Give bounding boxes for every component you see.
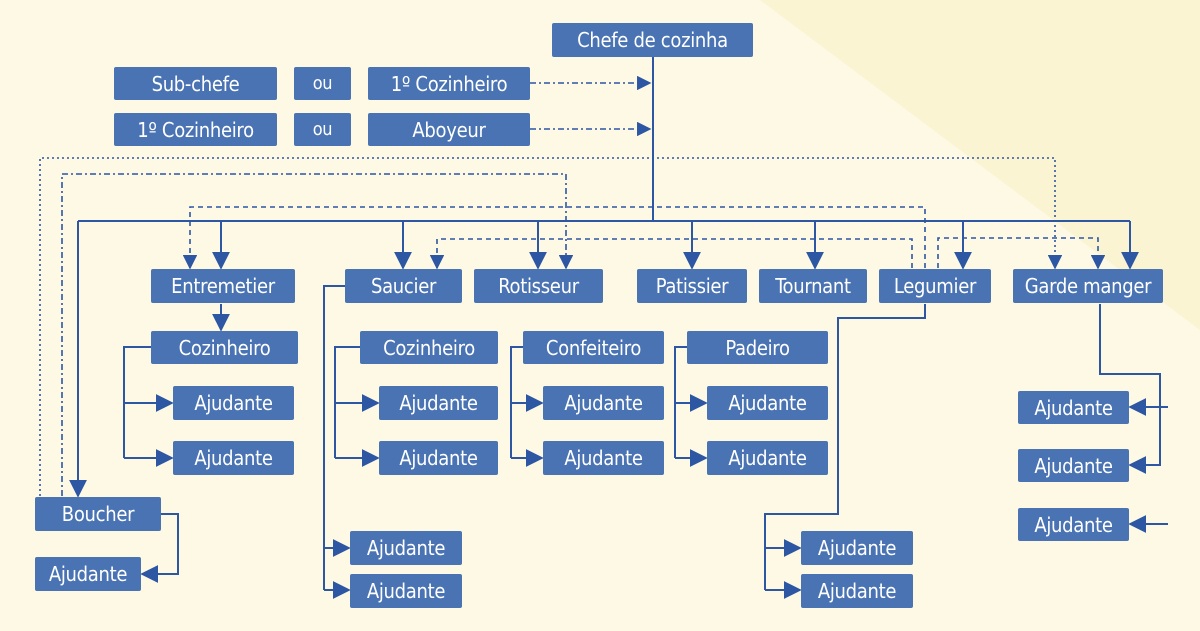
ajudante-garde-manger-3: Ajudante: [1018, 508, 1129, 541]
ajudante-padeiro-2: Ajudante: [707, 441, 828, 475]
entremetier-node: Entremetier: [151, 269, 295, 303]
ajudante-saucier-2: Ajudante: [350, 574, 462, 608]
or-label-1: ou: [294, 67, 351, 100]
ajudante-cozinheiro-1: Ajudante: [379, 386, 498, 420]
chefe-de-cozinha-node: Chefe de cozinha: [552, 23, 753, 57]
entremetier-cozinheiro-node: Cozinheiro: [151, 331, 298, 364]
ajudante-entremetier-2: Ajudante: [173, 441, 294, 475]
ajudante-legumier-2: Ajudante: [801, 574, 913, 608]
ajudante-entremetier-1: Ajudante: [173, 386, 294, 420]
primeiro-cozinheiro-node-2: 1º Cozinheiro: [114, 113, 277, 146]
ajudante-saucier-1: Ajudante: [350, 531, 462, 565]
ajudante-confeiteiro-2: Ajudante: [543, 441, 664, 475]
garde-manger-node: Garde manger: [1013, 269, 1163, 303]
confeiteiro-node: Confeiteiro: [523, 331, 664, 364]
sub-chefe-node: Sub-chefe: [114, 67, 277, 100]
ajudante-cozinheiro-2: Ajudante: [379, 441, 498, 475]
ajudante-confeiteiro-1: Ajudante: [543, 386, 664, 420]
patissier-node: Patissier: [637, 269, 747, 303]
legumier-node: Legumier: [879, 269, 991, 303]
or-label-2: ou: [294, 113, 351, 146]
padeiro-node: Padeiro: [687, 331, 828, 364]
saucier-node: Saucier: [345, 269, 462, 303]
ajudante-legumier-1: Ajudante: [801, 531, 913, 565]
rotisseur-node: Rotisseur: [474, 269, 603, 303]
ajudante-garde-manger-1: Ajudante: [1018, 391, 1129, 424]
cozinheiro-node: Cozinheiro: [360, 331, 498, 364]
ajudante-padeiro-1: Ajudante: [707, 386, 828, 420]
aboyeur-node: Aboyeur: [368, 113, 530, 146]
tournant-node: Tournant: [759, 269, 867, 303]
boucher-node: Boucher: [35, 497, 161, 531]
ajudante-boucher: Ajudante: [35, 557, 141, 591]
ajudante-garde-manger-2: Ajudante: [1018, 449, 1129, 482]
primeiro-cozinheiro-node-1: 1º Cozinheiro: [368, 67, 530, 100]
